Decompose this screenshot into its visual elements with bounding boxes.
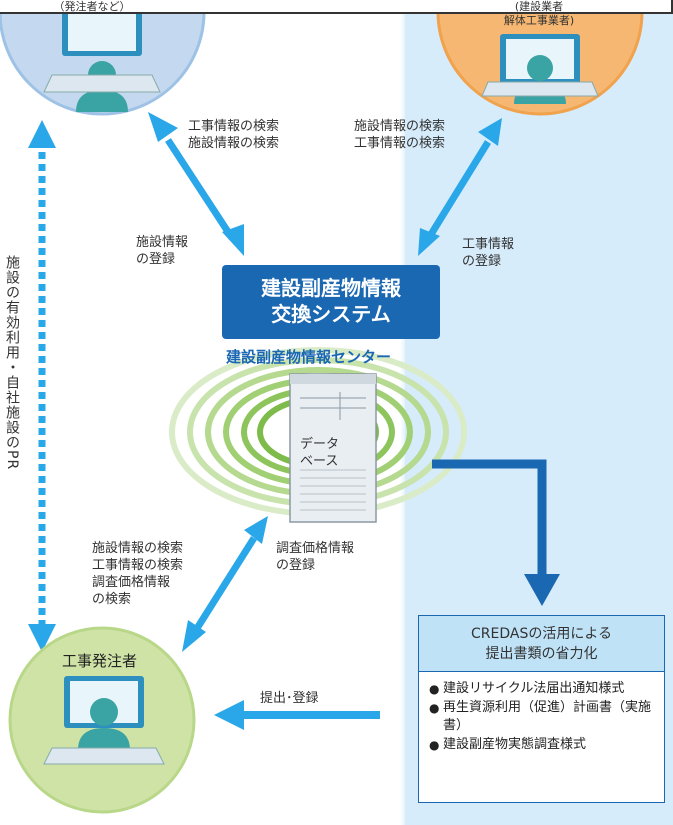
credas-box: CREDASの活用による 提出書類の省力化 建設リサイクル法届出通知様式 再生資… [418, 615, 665, 803]
credas-item: 建設リサイクル法届出通知様式 [429, 680, 656, 698]
top-frame [0, 0, 673, 14]
database-label: データ ベース [300, 437, 340, 469]
arrow-bottom-left-database [182, 516, 268, 652]
credas-item: 建設副産物実態調査様式 [429, 736, 656, 754]
label-search-right: 施設情報の検索 工事情報の検索 [354, 119, 446, 151]
vertical-label-pr: 施設の有効利用・自社施設のPR [4, 255, 20, 471]
label-register-work: 工事情報 の登録 [462, 237, 515, 269]
label-register-price: 調査価格情報 の登録 [276, 541, 355, 573]
top-right-actor-label: (建設業者 解体工事業者) [503, 0, 575, 27]
system-title-line2: 交換システム [271, 302, 391, 326]
top-left-actor-label: （発注者など） [53, 0, 131, 13]
database-server [289, 373, 377, 523]
top-left-actor-circle [0, 0, 206, 116]
arrow-credas-orderer [214, 700, 380, 730]
arrow-top-left-system [148, 112, 244, 256]
label-search-left: 工事情報の検索 施設情報の検索 [188, 119, 280, 151]
center-name: 建設副産物情報センター [226, 348, 392, 366]
credas-list: 建設リサイクル法届出通知様式 再生資源利用（促進）計画書（実施書） 建設副産物実… [419, 672, 664, 754]
credas-heading: CREDASの活用による 提出書類の省力化 [419, 616, 664, 672]
orderer-label: 工事発注者 [62, 652, 138, 670]
arrow-top-right-system [418, 118, 502, 256]
top-right-actor-circle [436, 0, 644, 116]
label-register-facility: 施設情報 の登録 [136, 235, 189, 267]
label-submit-register: 提出･登録 [260, 691, 319, 706]
label-search-bottom-left: 施設情報の検索 工事情報の検索 調査価格情報 の検索 [92, 541, 184, 607]
credas-item: 再生資源利用（促進）計画書（実施書） [429, 699, 656, 735]
vertical-dotted-arrow [28, 120, 56, 652]
arrow-database-credas [432, 459, 560, 606]
system-box: 建設副産物情報 交換システム [222, 265, 440, 339]
system-title-line1: 建設副産物情報 [261, 276, 401, 300]
bottom-left-orderer-circle [8, 626, 196, 814]
